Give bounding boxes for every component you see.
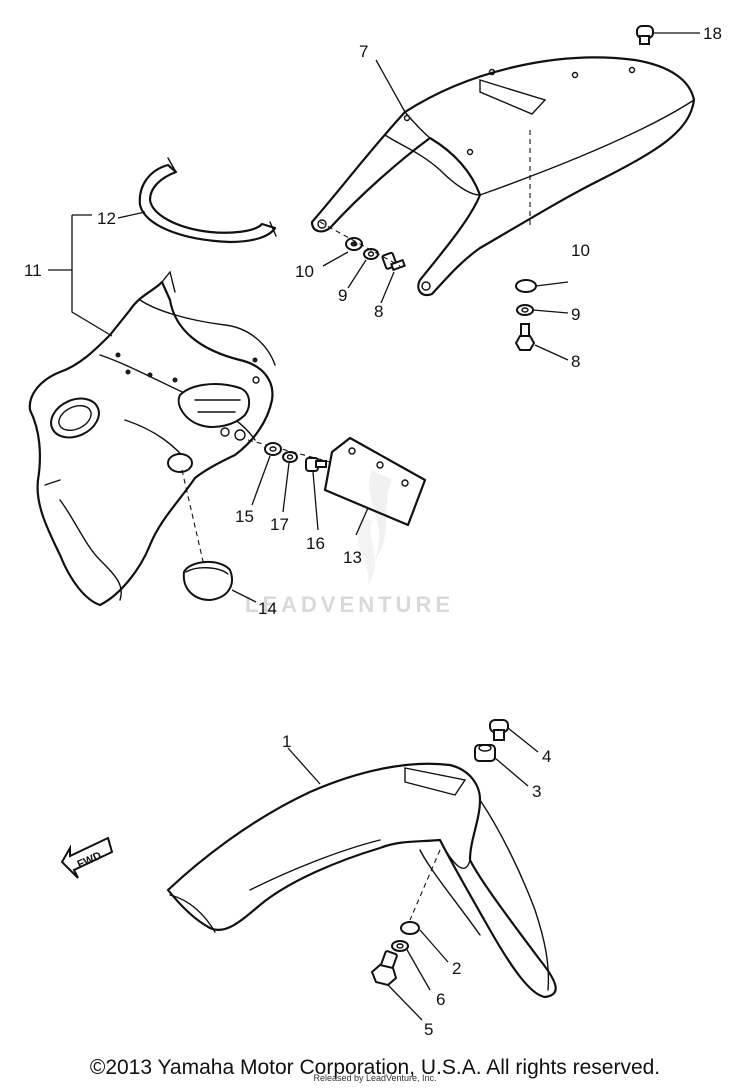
lock-washer-17	[282, 451, 298, 463]
callout-6: 6	[436, 990, 445, 1009]
callout-18: 18	[703, 24, 722, 43]
headlight-housing-11	[28, 270, 276, 607]
watermark-text: LEADVENTURE	[245, 592, 454, 617]
callout-9-right: 9	[571, 305, 580, 324]
callout-4: 4	[542, 747, 551, 766]
callout-3: 3	[532, 782, 541, 801]
band-12	[138, 157, 277, 244]
lock-washer-6	[391, 940, 409, 952]
callout-12: 12	[97, 209, 116, 228]
callout-14: 14	[258, 599, 277, 618]
callout-7: 7	[359, 42, 368, 61]
callout-15: 15	[235, 507, 254, 526]
fwd-arrow-icon: FWD	[60, 836, 114, 879]
callout-1: 1	[282, 732, 291, 751]
callout-13: 13	[343, 548, 362, 567]
bolt-4	[489, 719, 509, 741]
plate-13	[323, 436, 427, 527]
callout-9-left: 9	[338, 286, 347, 305]
washer-10-left	[345, 237, 363, 251]
reissue-notice: Released by LeadVenture, Inc.	[313, 1073, 437, 1083]
watermark-logo	[357, 470, 392, 585]
bolt-8-left	[381, 251, 406, 272]
rear-fender	[310, 56, 696, 297]
callout-11: 11	[24, 261, 42, 280]
callout-17: 17	[270, 515, 289, 534]
callout-2: 2	[452, 959, 461, 978]
collar-3	[474, 744, 496, 762]
washer-15	[264, 442, 282, 456]
bolt-18	[636, 25, 654, 45]
washer-2	[400, 921, 420, 935]
bolt-16	[305, 457, 327, 472]
callout-5: 5	[424, 1020, 433, 1039]
callout-8-right: 8	[571, 352, 580, 371]
callout-16: 16	[306, 534, 325, 553]
bolt-5	[370, 950, 398, 987]
callout-8-left: 8	[374, 302, 383, 321]
washer-10-right	[515, 279, 537, 293]
grommet-14	[182, 561, 233, 602]
callout-10-left: 10	[295, 262, 314, 281]
copyright-notice: ©2013 Yamaha Motor Corporation, U.S.A. A…	[89, 1056, 661, 1079]
callout-10-right: 10	[571, 241, 590, 260]
bolt-8-right	[514, 323, 536, 351]
lock-washer-9-right	[516, 304, 534, 316]
front-fender-1	[166, 762, 557, 999]
